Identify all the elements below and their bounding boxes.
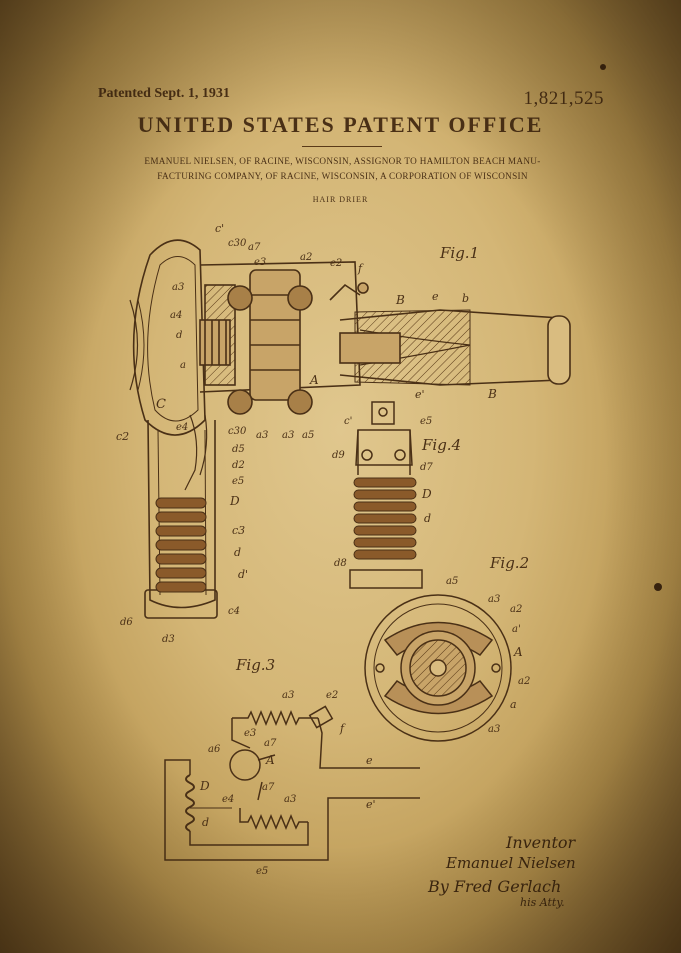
ref-label: D (421, 487, 432, 501)
ref-label: e4 (176, 422, 188, 433)
figure-2-motor-section (364, 594, 512, 742)
ref-label: c30 (228, 238, 247, 249)
ref-label: e4 (222, 794, 234, 805)
ref-label: e5 (420, 416, 432, 427)
ref-label: f (339, 722, 346, 735)
ref-label: a3 (488, 594, 500, 605)
ref-label: c4 (228, 606, 240, 617)
attorney-title: his Atty. (520, 896, 565, 909)
ref-label: a7 (262, 782, 275, 793)
ref-label: a2 (518, 676, 530, 687)
ref-label: b (462, 292, 469, 305)
figure-4-coil (353, 477, 417, 560)
ref-label: c' (344, 416, 352, 427)
ref-label: d (234, 546, 241, 559)
ref-label: e2 (326, 690, 338, 701)
ref-label: a2 (300, 252, 312, 263)
ref-label: D (199, 779, 210, 793)
attorney-signature: By Fred Gerlach (427, 877, 561, 896)
fig1-label: Fig.1 (439, 244, 479, 262)
figure-1-heating-coil (155, 497, 207, 593)
ref-label: d6 (120, 617, 133, 628)
ref-label: a3 (256, 430, 268, 441)
inventor-label: Inventor (505, 833, 577, 852)
ref-label: a3 (282, 430, 294, 441)
ref-label: a (510, 698, 517, 711)
ref-label: B (395, 293, 405, 307)
ref-label: d2 (232, 460, 245, 471)
ref-label: e (432, 290, 439, 303)
ref-label: d (202, 816, 209, 829)
rear-dome-housing (132, 239, 206, 436)
ref-label: a3 (172, 282, 184, 293)
ref-label: D (229, 494, 240, 508)
ref-label: e2 (330, 258, 342, 269)
ref-label: A (265, 753, 275, 767)
ref-label: a4 (170, 310, 182, 321)
ref-label: f (357, 262, 364, 275)
ref-label: A (513, 645, 523, 659)
ref-label: a3 (282, 690, 294, 701)
ref-label: d8 (334, 558, 347, 569)
ref-label: e3 (254, 257, 266, 268)
fig4-label: Fig.4 (421, 436, 461, 454)
ref-label: e' (415, 388, 425, 401)
ref-label: a3 (488, 724, 500, 735)
ref-label: B (487, 387, 497, 401)
ref-label: d (424, 512, 431, 525)
ref-label: d7 (420, 462, 433, 473)
ref-label: e (366, 754, 373, 767)
ref-label: d3 (162, 634, 175, 645)
ref-label: d9 (332, 450, 345, 461)
ref-label: e' (366, 798, 376, 811)
ref-label: a7 (264, 738, 277, 749)
ref-label: c30 (228, 426, 247, 437)
ref-label: e3 (244, 728, 256, 739)
fig2-label: Fig.2 (489, 554, 529, 572)
ref-label: e5 (232, 476, 244, 487)
nozzle-tip (547, 315, 571, 385)
ref-label: A (309, 373, 319, 387)
fig3-label: Fig.3 (235, 656, 275, 674)
ref-label: a6 (208, 744, 221, 755)
ink-spot (654, 583, 662, 591)
ref-label: d (176, 330, 182, 341)
ref-label: c' (215, 222, 224, 235)
ref-label: a5 (446, 576, 458, 587)
ref-label: a3 (284, 794, 296, 805)
signature-block: Inventor Emanuel Nielsen By Fred Gerlach… (427, 833, 577, 909)
ref-label: c3 (232, 524, 245, 537)
ref-label: c2 (116, 430, 129, 443)
ref-label: C (156, 397, 166, 412)
ref-label: a5 (302, 430, 314, 441)
ref-label: a (180, 360, 186, 371)
ref-label: a2 (510, 604, 522, 615)
ink-spot (600, 64, 606, 70)
ref-label: a' (512, 624, 521, 635)
ref-label: a7 (248, 242, 261, 253)
ref-label: d' (238, 568, 248, 581)
inventor-signature: Emanuel Nielsen (445, 854, 576, 872)
ref-label: e5 (256, 866, 268, 877)
ref-label: d5 (232, 444, 245, 455)
